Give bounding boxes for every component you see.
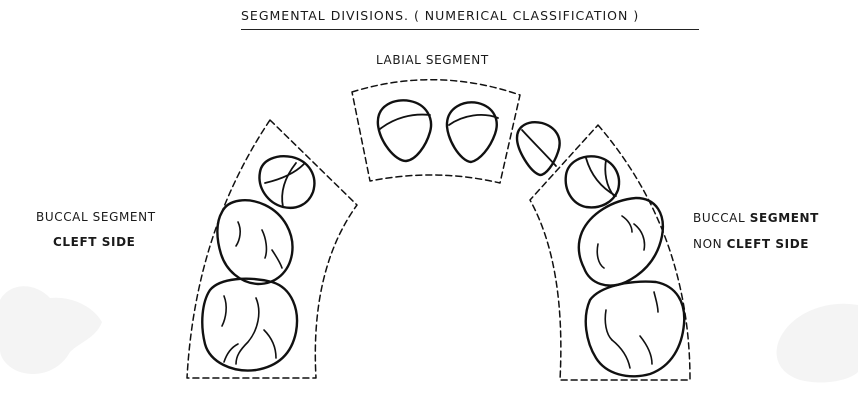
lateral-incisor — [517, 122, 560, 175]
molar-cleft-side-groove-1 — [222, 296, 226, 326]
molar-noncleft-side — [586, 282, 685, 377]
premolar-noncleft-side-groove-3 — [622, 216, 632, 232]
lateral-incisor-line — [522, 130, 556, 166]
incisor-1-line — [380, 115, 430, 129]
molar-cleft-side-groove-2 — [236, 298, 259, 364]
incisor-2-line — [449, 115, 498, 125]
premolar-noncleft-side-groove-1 — [597, 244, 604, 268]
right-edge-blob — [777, 304, 858, 383]
premolar-noncleft-side — [579, 198, 663, 286]
molar-noncleft-side-groove-4 — [654, 292, 658, 312]
incisor-2 — [447, 102, 497, 162]
premolar-noncleft-side-groove-2 — [634, 224, 645, 250]
premolar-cleft-side-groove-1 — [236, 222, 240, 246]
molar-cleft-side-groove-3 — [264, 330, 276, 358]
canine-cleft-side-line-2 — [282, 163, 296, 207]
canine-cleft-side-line-1 — [265, 164, 304, 183]
canine-noncleft-side — [566, 156, 619, 207]
molar-noncleft-side-groove-3 — [640, 336, 652, 364]
incisor-1 — [378, 100, 431, 161]
premolar-cleft-side-groove-2 — [262, 230, 266, 258]
molar-noncleft-side-groove-2 — [612, 340, 630, 368]
premolar-cleft-side-groove-3 — [272, 250, 282, 268]
molar-noncleft-side-groove-1 — [605, 310, 612, 340]
left-edge-blob — [0, 286, 102, 374]
premolar-cleft-side — [217, 200, 292, 284]
molar-cleft-side — [202, 279, 297, 371]
